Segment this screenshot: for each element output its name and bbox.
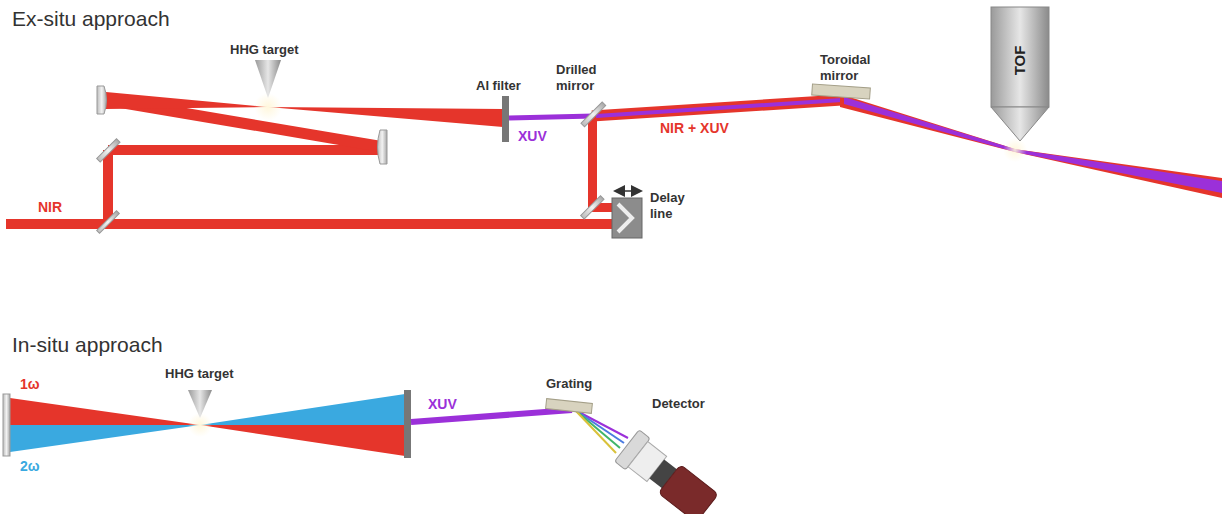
dispersed-line [575,410,616,453]
grating [546,399,593,414]
nir-beam [268,107,503,127]
component-label: Toroidal mirror [820,52,890,83]
nir-beam [108,145,380,155]
xuv-beam [844,97,1222,193]
tof-cone [991,107,1049,141]
component-label: Grating [546,376,592,392]
beamsplitter [97,211,120,234]
1w-beam [10,398,200,425]
tof-tube [991,7,1049,107]
nir-beam [592,100,842,116]
nir-beam [840,94,1222,198]
beam-label: NIR + XUV [660,120,729,137]
concave-mirror [378,130,388,164]
retroreflector [618,204,632,232]
interaction-point [1003,138,1027,162]
mirror [97,139,120,162]
drilled-mirror [581,102,606,127]
2w-beam [10,425,200,452]
nir-beam [103,150,113,224]
beam-label: XUV [428,396,457,413]
concave-mirror [97,86,107,114]
component-label: Drilled mirror [556,62,618,93]
section-heading: In-situ approach [12,332,163,357]
delay-stage [612,198,642,238]
focusing-mirror [3,394,10,456]
xuv-beam [509,116,594,118]
xuv-beam [596,100,842,116]
component-label: Detector [652,396,705,412]
component-label: HHG target [165,366,234,382]
toroidal-mirror [812,84,871,99]
1w-beam [200,425,405,456]
detector-symbol [615,430,720,514]
section-heading: Ex-situ approach [12,6,170,31]
tof-label: TOF [1011,45,1028,75]
camera [658,465,718,514]
beam-label: XUV [518,128,547,145]
beam-label: 1ω [20,376,40,393]
2w-beam [200,394,405,425]
component-label: HHG target [230,42,299,58]
nir-beam [106,92,268,109]
component-label: Al filter [476,78,521,94]
gas-nozzle [188,390,212,418]
translation-arrow [616,190,640,192]
filter [404,390,411,458]
component-label: Delay line [650,190,700,221]
nir-beam [588,116,597,212]
tof-spectrometer: TOF [985,6,1055,142]
beam-label: NIR [38,199,62,216]
mirror [581,196,604,219]
gas-nozzle [255,60,281,98]
beam-label: 2ω [20,458,40,475]
al-filter [502,96,509,142]
nir-beam [6,219,622,229]
